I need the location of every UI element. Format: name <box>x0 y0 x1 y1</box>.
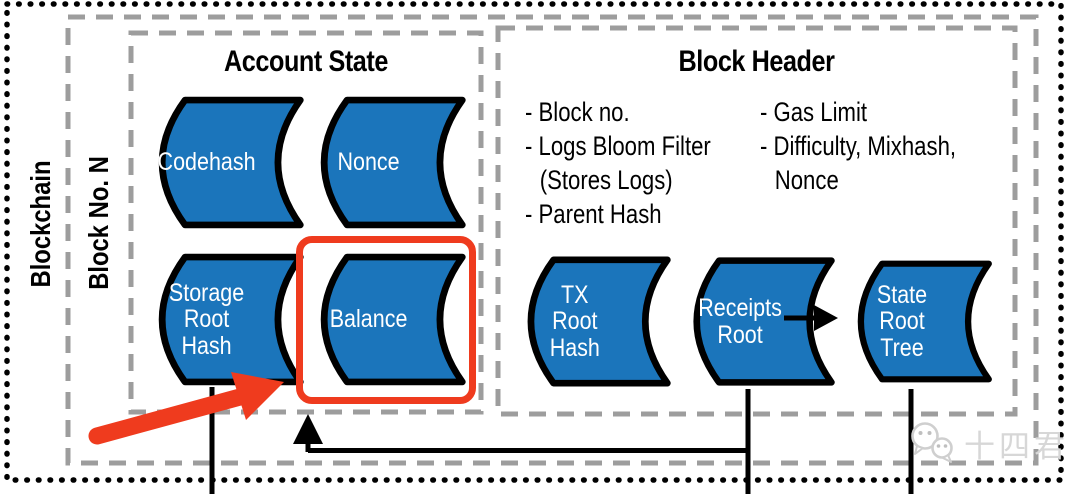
highlight-arrowhead <box>231 372 284 420</box>
field-stores-logs: (Stores Logs) <box>539 165 673 195</box>
field-gas-limit: - Gas Limit <box>760 97 868 127</box>
shape-codehash: Codehash <box>145 91 307 234</box>
storage-root-hash-label: Storage Root Hash <box>168 278 245 360</box>
watermark: 十四君 <box>908 420 1069 466</box>
block-header-fields-left: - Block no. - Logs Bloom Filter (Stores … <box>525 95 711 231</box>
shape-tx-root-hash: TX Root Hash <box>514 250 674 393</box>
shape-nonce: Nonce <box>307 91 469 234</box>
balance-up-arrowhead <box>293 414 323 444</box>
watermark-text: 十四君 <box>964 428 1069 464</box>
nonce-label: Nonce <box>337 148 400 177</box>
block-header-title: Block Header <box>678 45 835 78</box>
stored-data-symbol <box>693 257 835 386</box>
account-state-title: Account State <box>224 45 388 78</box>
shape-state-root-tree: State Root Tree <box>845 250 995 393</box>
stored-data-symbol <box>158 96 304 229</box>
field-difficulty-mixhash: - Difficulty, Mixhash, <box>760 131 957 161</box>
highlight-box <box>296 236 476 404</box>
blockchain-border <box>4 1 1064 483</box>
shape-balance: Balance <box>307 247 469 392</box>
codehash-label: Codehash <box>157 148 256 177</box>
balance-label: Balance <box>329 305 408 334</box>
shape-receipts-root: Receipts Root <box>680 250 838 393</box>
field-logs-bloom-filter: - Logs Bloom Filter <box>525 131 711 161</box>
receipts-root-label: Receipts Root <box>698 294 782 349</box>
block-header-border <box>495 25 1018 417</box>
block-header-fields-right: - Gas Limit - Difficulty, Mixhash, Nonce <box>760 95 956 197</box>
wechat-icon <box>911 422 953 463</box>
account-state-border <box>128 30 484 415</box>
stored-data-symbol <box>527 256 671 387</box>
state-root-tree-label: State Root Tree <box>876 280 928 362</box>
highlight-arrow-shaft <box>88 388 249 445</box>
stored-data-symbol <box>857 260 992 383</box>
stored-data-symbol <box>320 253 466 386</box>
tx-root-hash-label: TX Root Hash <box>549 280 600 362</box>
field-nonce: Nonce <box>774 165 839 195</box>
stored-data-symbol <box>320 96 466 229</box>
block-n-border <box>65 14 1039 466</box>
receipts-to-state-arrowhead <box>814 305 838 331</box>
field-block-no: - Block no. <box>525 97 630 127</box>
field-parent-hash: - Parent Hash <box>525 199 662 229</box>
